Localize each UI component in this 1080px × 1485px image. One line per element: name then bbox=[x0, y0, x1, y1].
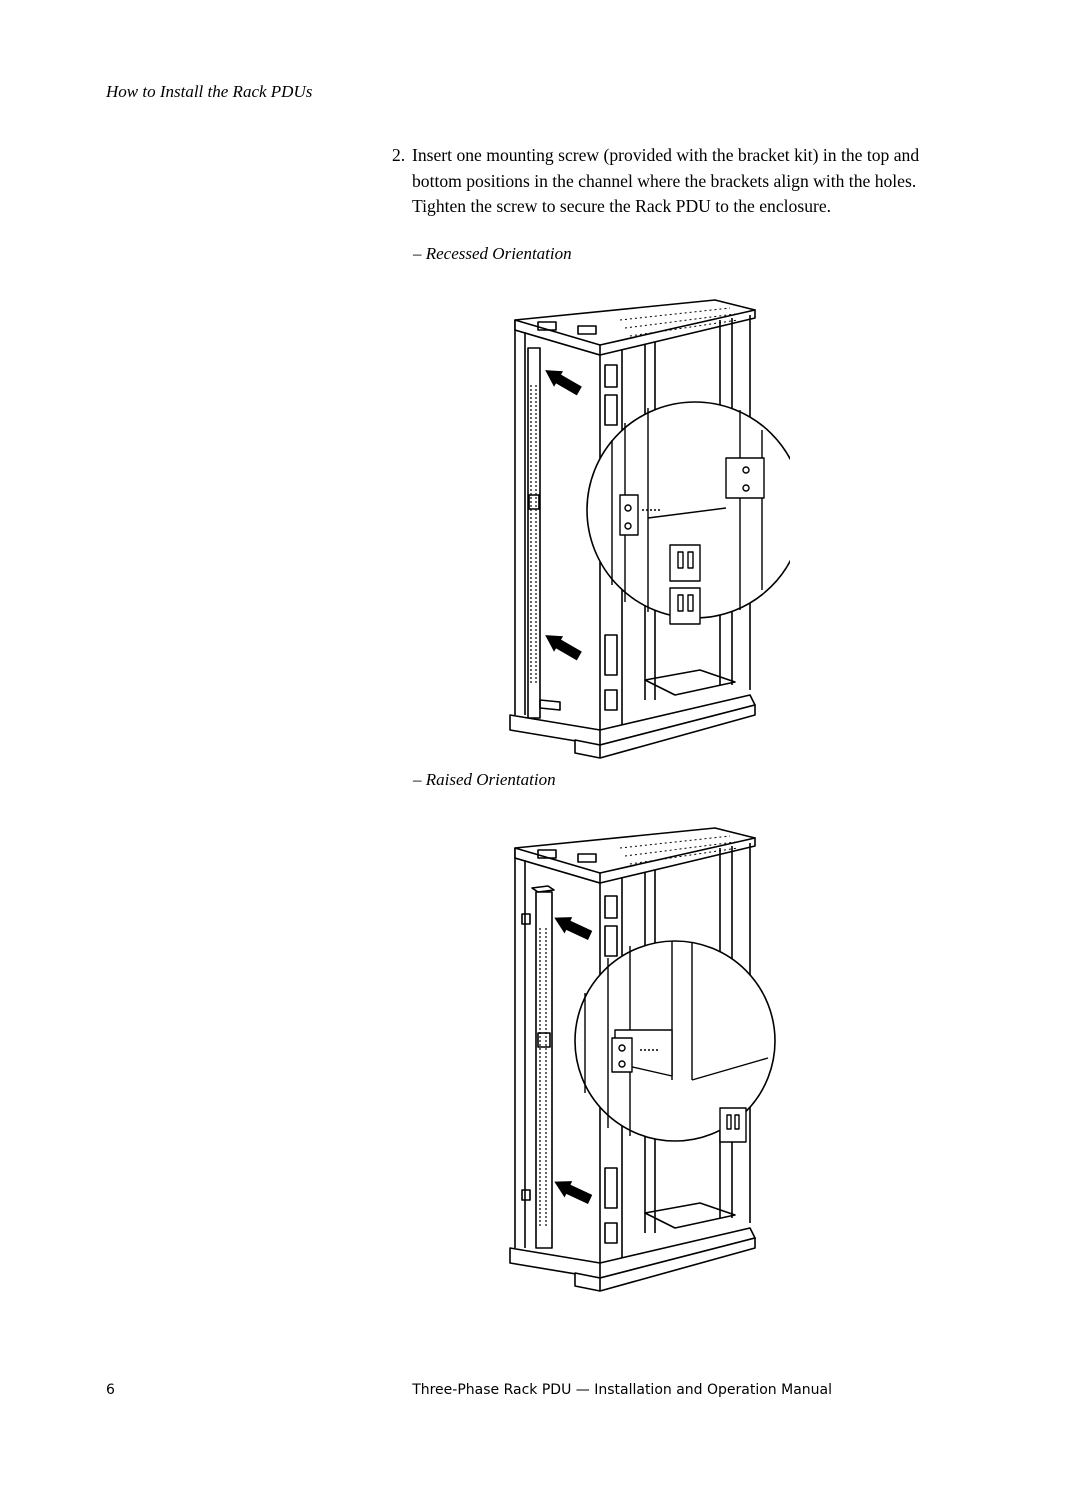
step-number: 2. bbox=[392, 145, 406, 165]
page-number: 6 bbox=[106, 1382, 115, 1398]
raised-orientation-illustration bbox=[509, 827, 776, 1292]
step-text: Insert one mounting screw (provided with… bbox=[412, 145, 920, 216]
figure-caption-raised: – Raised Orientation bbox=[413, 770, 556, 789]
figure-caption-recessed: – Recessed Orientation bbox=[413, 244, 572, 263]
recessed-orientation-illustration bbox=[509, 299, 790, 759]
step-2: 2. Insert one mounting screw (provided w… bbox=[392, 143, 932, 220]
running-header: How to Install the Rack PDUs bbox=[106, 82, 313, 101]
manual-title: Three-Phase Rack PDU — Installation and … bbox=[412, 1382, 832, 1398]
